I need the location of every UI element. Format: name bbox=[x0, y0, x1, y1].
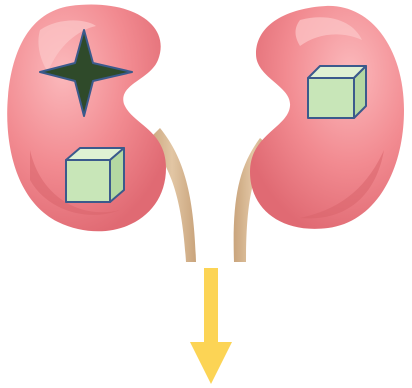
down-arrow-icon bbox=[190, 268, 232, 384]
cube-marker-icon bbox=[308, 66, 366, 118]
cube-marker-icon bbox=[66, 148, 124, 202]
